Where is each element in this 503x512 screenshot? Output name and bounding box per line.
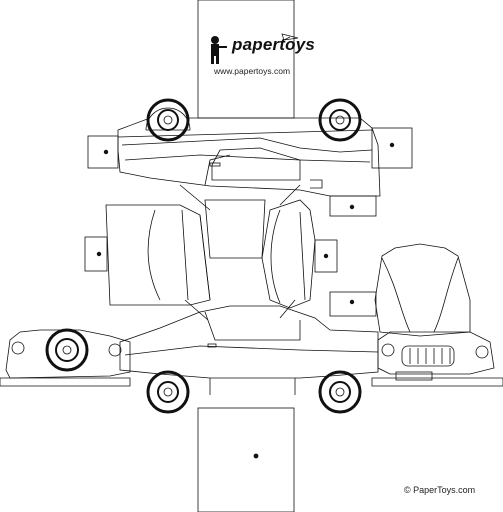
- dot-marker: [103, 149, 109, 155]
- paper-boy-mascot-icon: [211, 36, 227, 64]
- paper-plane-icon: [281, 33, 299, 41]
- right-small-tab-lower: [329, 291, 377, 317]
- dot-marker: [323, 253, 329, 259]
- hood-top-piece: [204, 199, 266, 259]
- dot-marker: [349, 299, 355, 305]
- brand-logo-text: papertoys: [232, 35, 316, 54]
- lower-wheel-right: [318, 370, 362, 414]
- left-flap-mid: [84, 236, 108, 272]
- right-flap-upper: [371, 127, 413, 169]
- upper-wheel-left: [145, 98, 191, 142]
- lower-wheel-left: [146, 370, 190, 414]
- dot-marker: [349, 204, 355, 210]
- copyright-credit: © PaperToys.com: [404, 485, 476, 495]
- dot-marker: [253, 453, 259, 459]
- front-grille-piece: [371, 331, 503, 387]
- website-url: www.papertoys.com: [214, 66, 291, 76]
- left-flap-upper: [87, 135, 119, 169]
- dot-marker: [389, 142, 395, 148]
- windshield-piece-right: [261, 199, 316, 309]
- upper-wheel-right: [318, 98, 362, 142]
- upper-side-panel: [117, 117, 381, 197]
- dot-marker: [96, 251, 102, 257]
- right-flap-mid: [314, 239, 338, 273]
- bottom-floor-tab: [197, 407, 295, 512]
- front-profile: [0, 328, 131, 387]
- hood-piece: [374, 243, 471, 337]
- windshield-piece-left: [105, 204, 211, 306]
- right-small-tab: [329, 195, 377, 217]
